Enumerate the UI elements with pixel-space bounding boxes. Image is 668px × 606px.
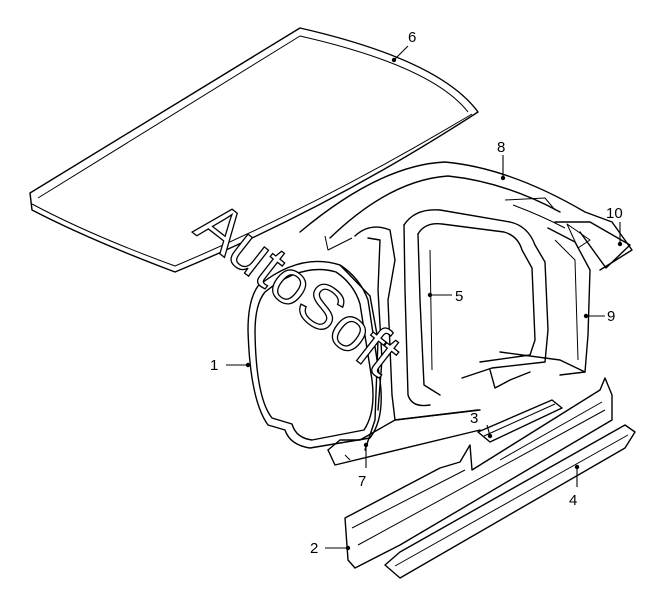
callout-label-4: 4	[569, 492, 577, 509]
callout-4: 4	[569, 464, 580, 509]
part-rocker-panel-outer	[344, 377, 613, 569]
callout-7: 7	[358, 442, 369, 490]
callout-label-7: 7	[358, 473, 366, 490]
callout-label-5: 5	[455, 288, 463, 305]
callout-8: 8	[497, 139, 505, 181]
callout-2: 2	[310, 540, 351, 557]
callout-3: 3	[470, 410, 493, 439]
callout-label-10: 10	[606, 205, 623, 222]
part-sill-reinforcement	[477, 399, 563, 443]
part-front-pillar	[327, 226, 481, 466]
callout-label-9: 9	[607, 308, 615, 325]
callout-label-2: 2	[310, 540, 318, 557]
callout-6: 6	[391, 29, 416, 63]
callout-label-1: 1	[210, 357, 218, 374]
callout-10: 10	[606, 205, 623, 247]
callout-label-8: 8	[497, 139, 505, 156]
part-center-pillar	[403, 209, 549, 407]
part-roof-rail	[299, 161, 633, 271]
callout-9: 9	[583, 308, 615, 325]
callout-5: 5	[427, 288, 463, 305]
part-door-seal	[247, 260, 382, 449]
callout-label-6: 6	[408, 29, 416, 46]
part-rear-pillar	[489, 227, 591, 389]
callout-1: 1	[210, 357, 251, 374]
part-roof-panel	[29, 27, 479, 273]
callout-label-3: 3	[470, 410, 478, 427]
part-rocker-panel-inner	[384, 424, 636, 579]
